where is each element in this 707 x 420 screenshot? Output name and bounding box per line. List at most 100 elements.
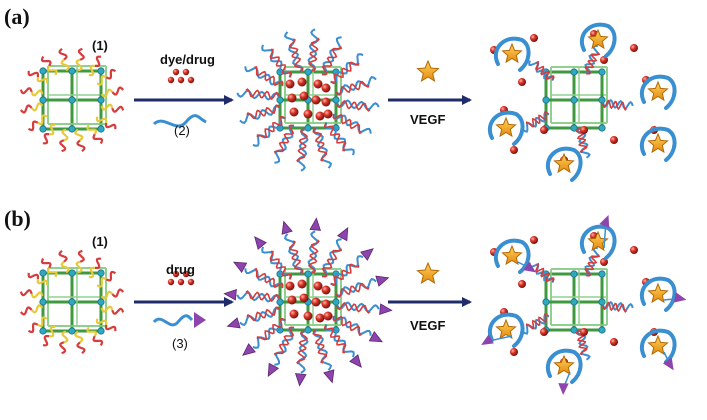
dna-strand-red [19,306,33,316]
dna-helix-red [308,37,320,72]
panel-b-row [19,214,687,395]
dna-strand-red [28,322,39,334]
dna-strand-yellow [95,318,108,326]
cube-node [97,67,105,75]
aptamer-strand-icon [580,224,617,260]
targeting-triangle-icon [309,217,322,231]
dna-strand-red [28,120,39,132]
dna-strand-red [105,123,117,130]
cube-node [598,68,606,76]
aptamer-strand-icon [488,110,525,146]
cube-node [276,298,284,306]
aptamer-strand [321,238,342,278]
drug-particle-icon [540,126,548,134]
cube-node [570,270,578,278]
aptamer-strand [307,230,319,274]
dna-helix-red [336,100,371,112]
drug-particle-icon [289,309,299,319]
drug-particle-icon [287,93,297,103]
drug-particle-icon [630,44,638,52]
drug-particle-icon [167,278,175,286]
dna-strand-red [105,325,117,332]
vegf-reagent [416,59,440,82]
aptamer-strand [528,262,555,283]
dna-strand-yellow [61,128,69,142]
dna-helix-red [584,52,601,75]
panel-b-label: (b) [4,206,31,231]
aptamer-strand-icon [640,328,677,364]
dna-helix-red [269,48,293,78]
dna-strand-red [40,258,52,269]
dna-strand-red [42,335,49,347]
targeting-triangle-icon [323,369,335,384]
aptamer-strand-icon [546,348,583,384]
dna-strand-red [111,86,125,96]
dna-strand-red [27,70,39,77]
dna-strand-yellow [88,64,96,77]
vegf-star-icon [501,42,523,64]
vegf-star-icon [647,132,669,154]
cube-node [39,327,47,335]
dna-helix-red [246,306,281,322]
cube-node [97,327,105,335]
drug-particle-icon [177,76,185,84]
cube-node [39,96,47,104]
drug-particle-icon [172,68,180,76]
targeting-triangle-icon [599,214,610,228]
aptamer-strand [576,329,591,361]
aptamer-strand [244,66,284,87]
dna-helix-red [330,263,360,287]
drug-particle-icon [299,293,309,303]
drug-particle-icon [285,281,295,291]
dna-strand-yellow [36,278,49,286]
cube-node [68,125,76,133]
dna-strand-yellow [86,326,97,337]
dna-cube-icon [19,47,125,153]
aptamer-strand-icon [546,146,583,182]
drug-particle-icon [287,295,297,305]
drug-particle-icon [315,111,325,121]
drug-particle-icon [167,76,175,84]
vegf-star-icon [553,152,575,174]
cube-node [598,96,606,104]
vegf-star-icon [416,59,440,82]
targeting-triangle-icon [523,261,536,273]
dna-helix-red [525,111,550,128]
cube-node [332,298,340,306]
panel-b-core-tag: (1) [92,234,108,249]
drug-particle-icon [303,109,313,119]
cube-node [542,298,550,306]
drug-particle-icon [530,236,538,244]
cube-node [598,326,606,334]
dna-strand-red [58,47,68,61]
vegf-star-icon [647,282,669,304]
panel-a-label: (a) [4,4,30,29]
targeting-triangle-icon [360,248,374,261]
dna-strand-red [111,288,125,298]
cube-node [598,124,606,132]
drug-particle-icon [610,338,618,346]
cube-node [97,96,105,104]
targeting-triangle-icon [349,354,362,368]
aptamer-strand [297,128,309,172]
vegf-star-icon [647,80,669,102]
drug-particle-icon [580,328,588,336]
dna-strand-yellow [100,103,114,111]
panel-b-arrow1-top-label: drug [166,262,195,277]
released-state [488,22,677,182]
dna-strand-yellow [86,124,97,135]
aptamer-strand [283,31,303,73]
dna-strand-yellow [60,58,70,72]
cube-node [39,67,47,75]
drug-particle-icon [289,107,299,117]
cube-node [276,96,284,104]
drug-particle-icon [299,91,309,101]
drug-particle-icon [321,83,331,93]
cube-node [39,298,47,306]
dna-strand-yellow [96,277,107,288]
aptamer-strand [584,44,600,75]
cube-node [304,124,312,132]
cube-node [68,327,76,335]
vegf-star-icon [647,334,669,356]
